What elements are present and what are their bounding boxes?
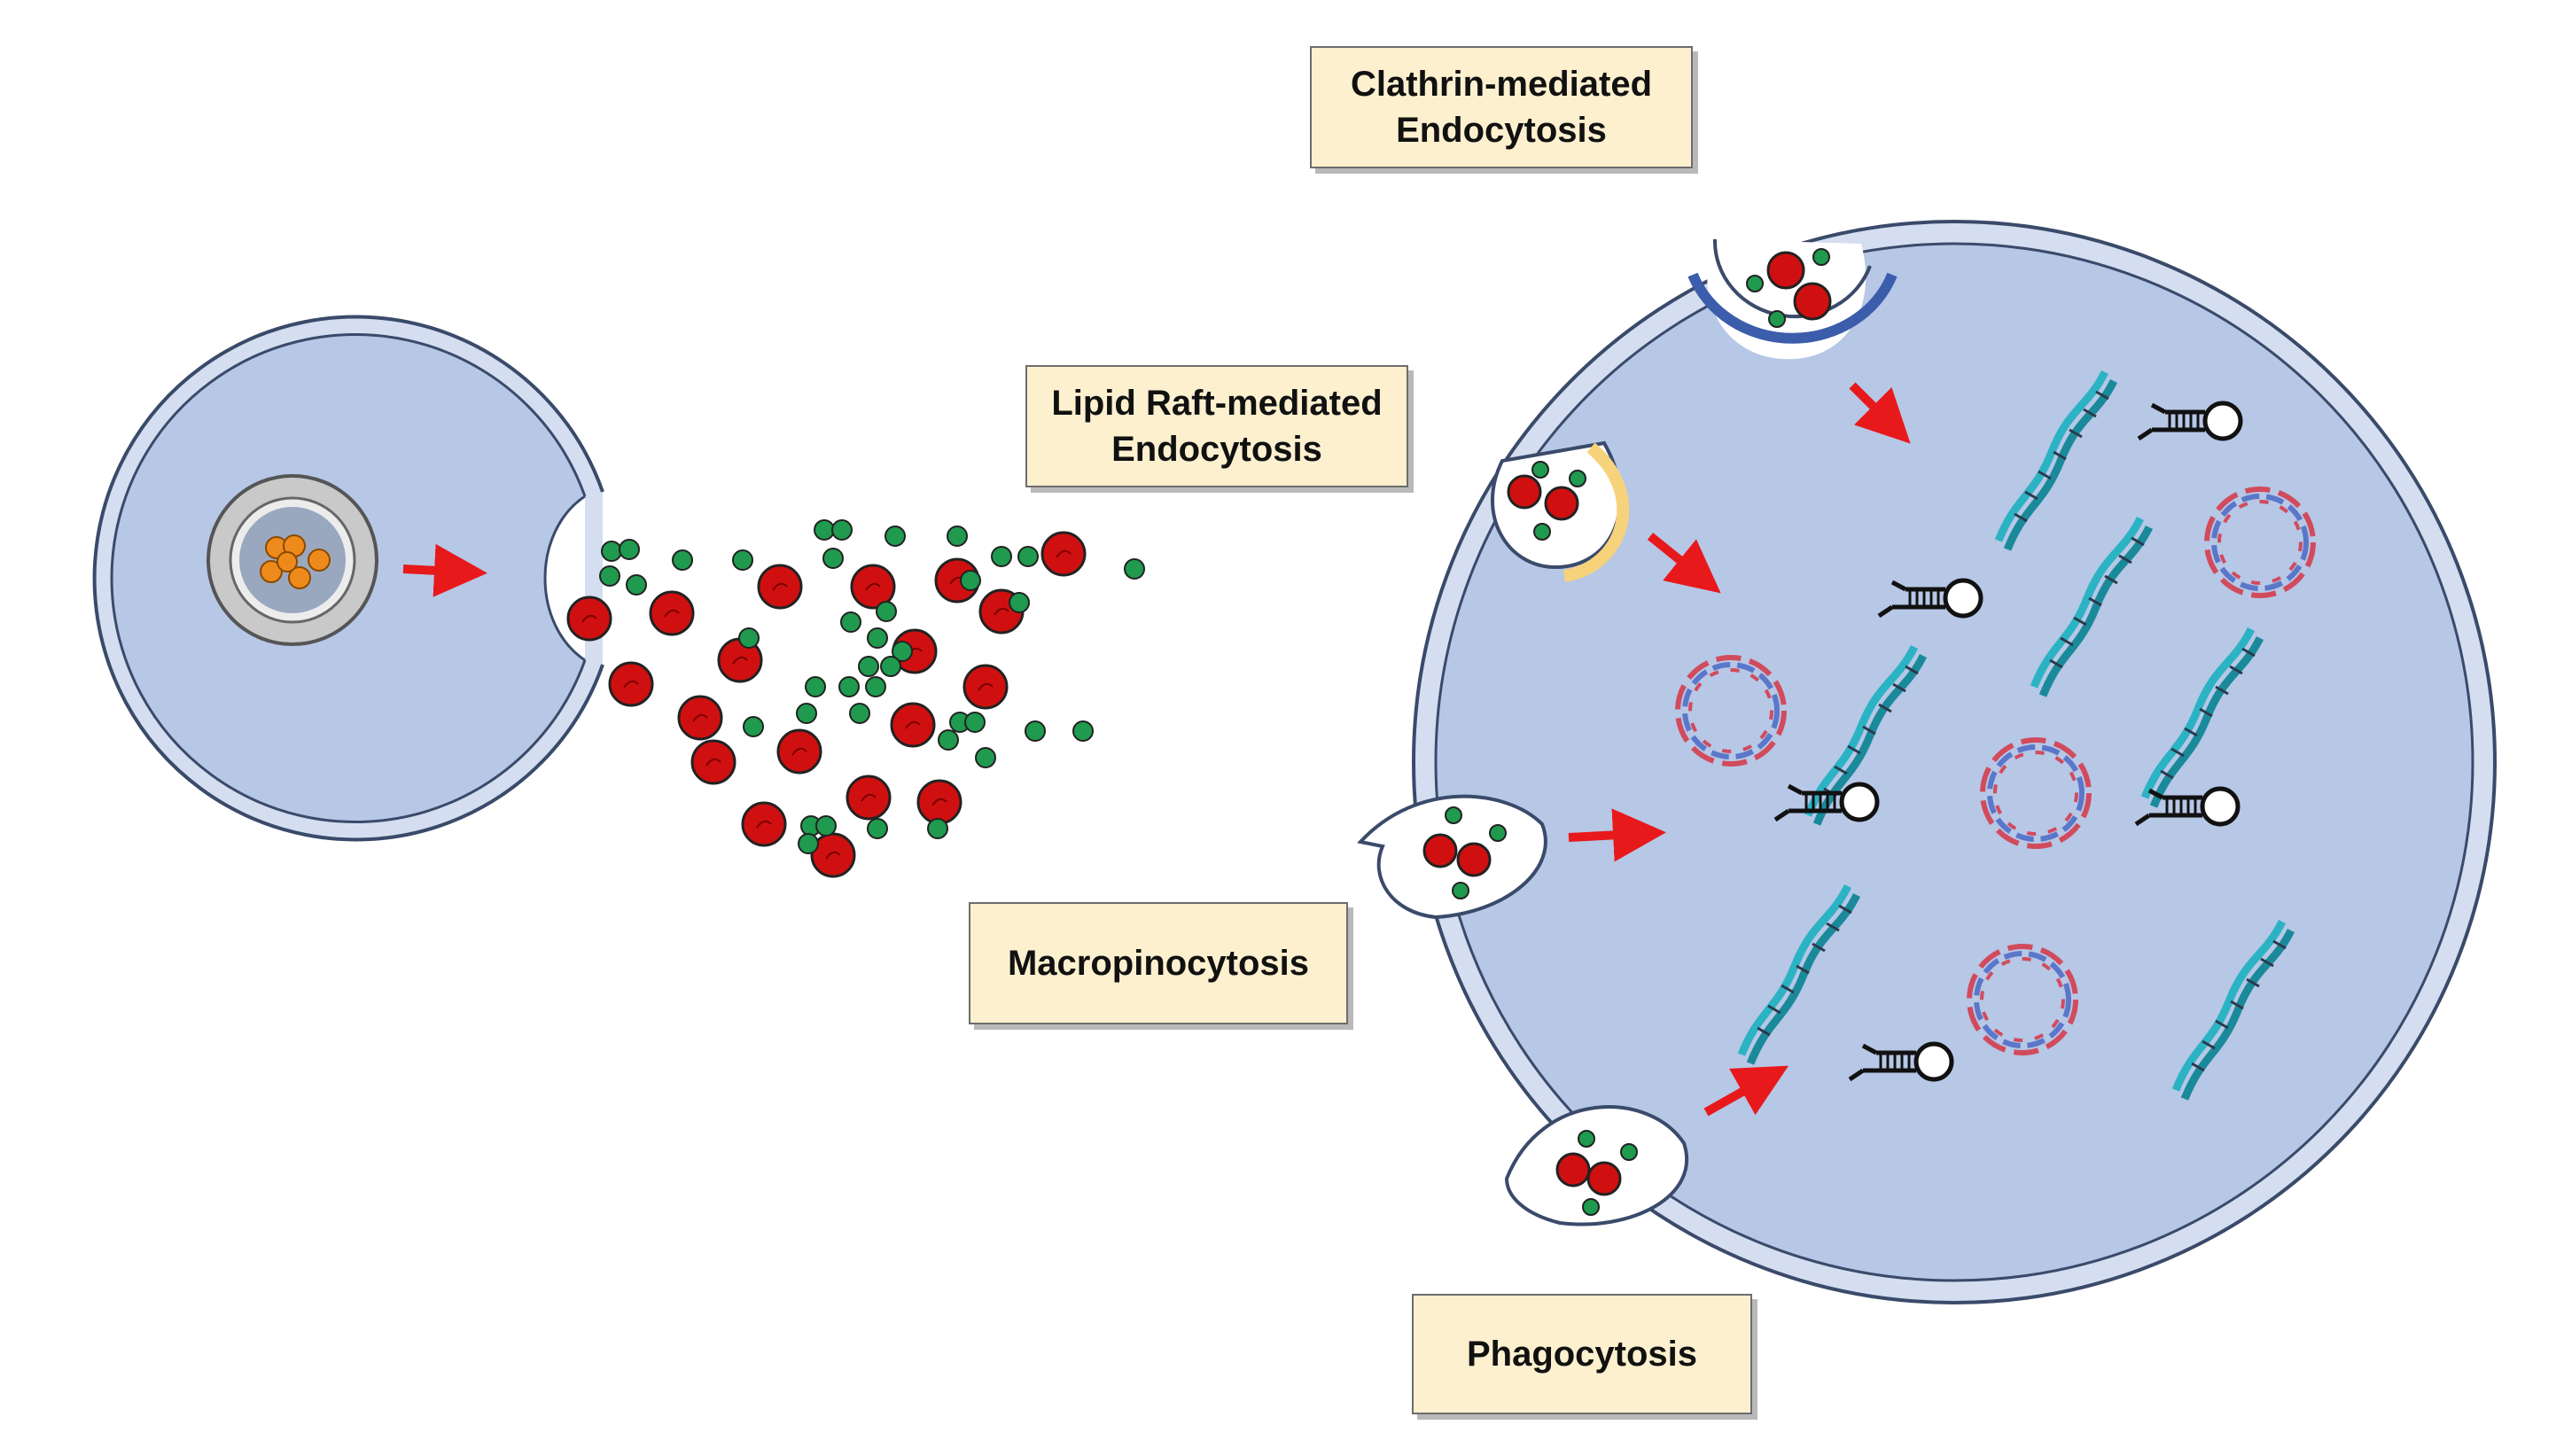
exosome-small-icon: [798, 833, 819, 854]
exosome-icon: [846, 775, 892, 821]
exosome-small-icon: [867, 818, 888, 839]
exosome-small-icon: [1072, 720, 1094, 742]
red-arrow-icon: [1647, 533, 1721, 594]
exosome-small-icon: [991, 546, 1012, 567]
exosome-small-icon: [927, 818, 948, 839]
exosome-highlight: [791, 747, 807, 756]
exosome-icon: [916, 779, 962, 825]
exosome-small-icon: [885, 526, 906, 547]
exosome-highlight: [978, 682, 994, 691]
phagocytosis-label: Phagocytosis: [1412, 1294, 1752, 1414]
exosome-small-icon: [880, 656, 901, 677]
exosome-highlight: [994, 607, 1009, 616]
exosome-highlight: [756, 820, 772, 829]
exosome-small-icon: [732, 549, 753, 571]
phagocytosis-label-text: Phagocytosis: [1466, 1335, 1698, 1374]
exosome-icon: [608, 661, 654, 707]
exosome-cluster: [566, 519, 1145, 878]
exosome-small-icon: [960, 570, 981, 591]
clathrin-coated-pit: [1687, 238, 1898, 360]
exosome-small-icon: [849, 703, 870, 724]
exosome-icon: [962, 664, 1009, 710]
exosome-small-icon: [601, 541, 622, 562]
exosome-highlight: [705, 758, 721, 767]
lipid-raft-pit: [1491, 440, 1630, 582]
exosome-highlight: [692, 713, 708, 722]
red-arrow-icon: [1568, 808, 1666, 862]
lipid-raft-label: Lipid Raft-mediated Endocytosis: [1025, 365, 1408, 487]
exosome-small-icon: [865, 676, 886, 697]
exosome-icon: [810, 832, 856, 878]
phagosome: [1504, 1105, 1689, 1226]
exosome-highlight: [623, 680, 639, 689]
exosome-small-icon: [743, 716, 764, 737]
exosome-highlight: [865, 582, 881, 591]
exosome-small-icon: [1124, 558, 1145, 580]
exosome-small-icon: [805, 676, 826, 697]
exosome-small-icon: [947, 526, 968, 547]
exosome-small-icon: [867, 627, 888, 649]
exosome-icon: [890, 702, 936, 748]
exosome-icon: [566, 596, 612, 642]
exosome-small-icon: [796, 703, 817, 724]
lipid-raft-label-text: Lipid Raft-mediated Endocytosis: [1051, 384, 1383, 469]
exosome-highlight: [732, 656, 748, 665]
exosome-highlight: [581, 614, 597, 623]
exosome-highlight: [825, 851, 841, 860]
exosome-highlight: [772, 582, 788, 591]
macropinocytosis-label: Macropinocytosis: [969, 902, 1348, 1024]
exosome-small-icon: [838, 676, 860, 697]
exosome-icon: [850, 564, 896, 610]
exosome-small-icon: [1025, 720, 1046, 742]
red-arrow-icon: [402, 543, 487, 597]
exosome-small-icon: [738, 627, 760, 649]
multivesicular-body-icon: [207, 474, 378, 646]
exosome-small-icon: [814, 519, 835, 541]
macropinosome: [1357, 794, 1547, 920]
exosome-small-icon: [975, 747, 996, 768]
clathrin-label-text: Clathrin-mediated Endocytosis: [1350, 65, 1653, 150]
exosome-small-icon: [840, 611, 861, 633]
uptake-arrows: [1568, 382, 1911, 1117]
clathrin-label: Clathrin-mediated Endocytosis: [1310, 46, 1693, 168]
exosome-icon: [741, 801, 787, 847]
red-arrow-icon: [1849, 382, 1911, 444]
exosome-small-icon: [599, 565, 620, 587]
exosome-small-icon: [626, 574, 647, 596]
exosome-highlight: [905, 720, 921, 729]
exosome-icon: [757, 564, 803, 610]
exosome-highlight: [931, 798, 947, 806]
exosome-small-icon: [892, 641, 913, 662]
exosome-small-icon: [876, 601, 897, 622]
exosome-small-icon: [822, 548, 844, 569]
exosome-icon: [649, 590, 695, 636]
exosome-icon: [1040, 531, 1087, 577]
exosome-small-icon: [1009, 592, 1030, 613]
exosome-icon: [690, 739, 736, 785]
exosome-small-icon: [1017, 546, 1039, 567]
red-arrow-icon: [1703, 1065, 1789, 1117]
exosome-icon: [677, 695, 723, 741]
exosome-highlight: [664, 609, 680, 618]
exosome-icon: [776, 728, 822, 775]
exosome-small-icon: [815, 815, 837, 837]
macropinocytosis-label-text: Macropinocytosis: [1007, 944, 1310, 983]
exosome-small-icon: [964, 712, 986, 733]
exosome-small-icon: [831, 519, 853, 541]
exosome-small-icon: [858, 656, 879, 677]
exosome-highlight: [1056, 549, 1072, 558]
exosome-highlight: [861, 793, 877, 802]
exosome-small-icon: [619, 539, 640, 560]
exosome-small-icon: [672, 549, 693, 571]
exosome-small-icon: [938, 729, 959, 751]
